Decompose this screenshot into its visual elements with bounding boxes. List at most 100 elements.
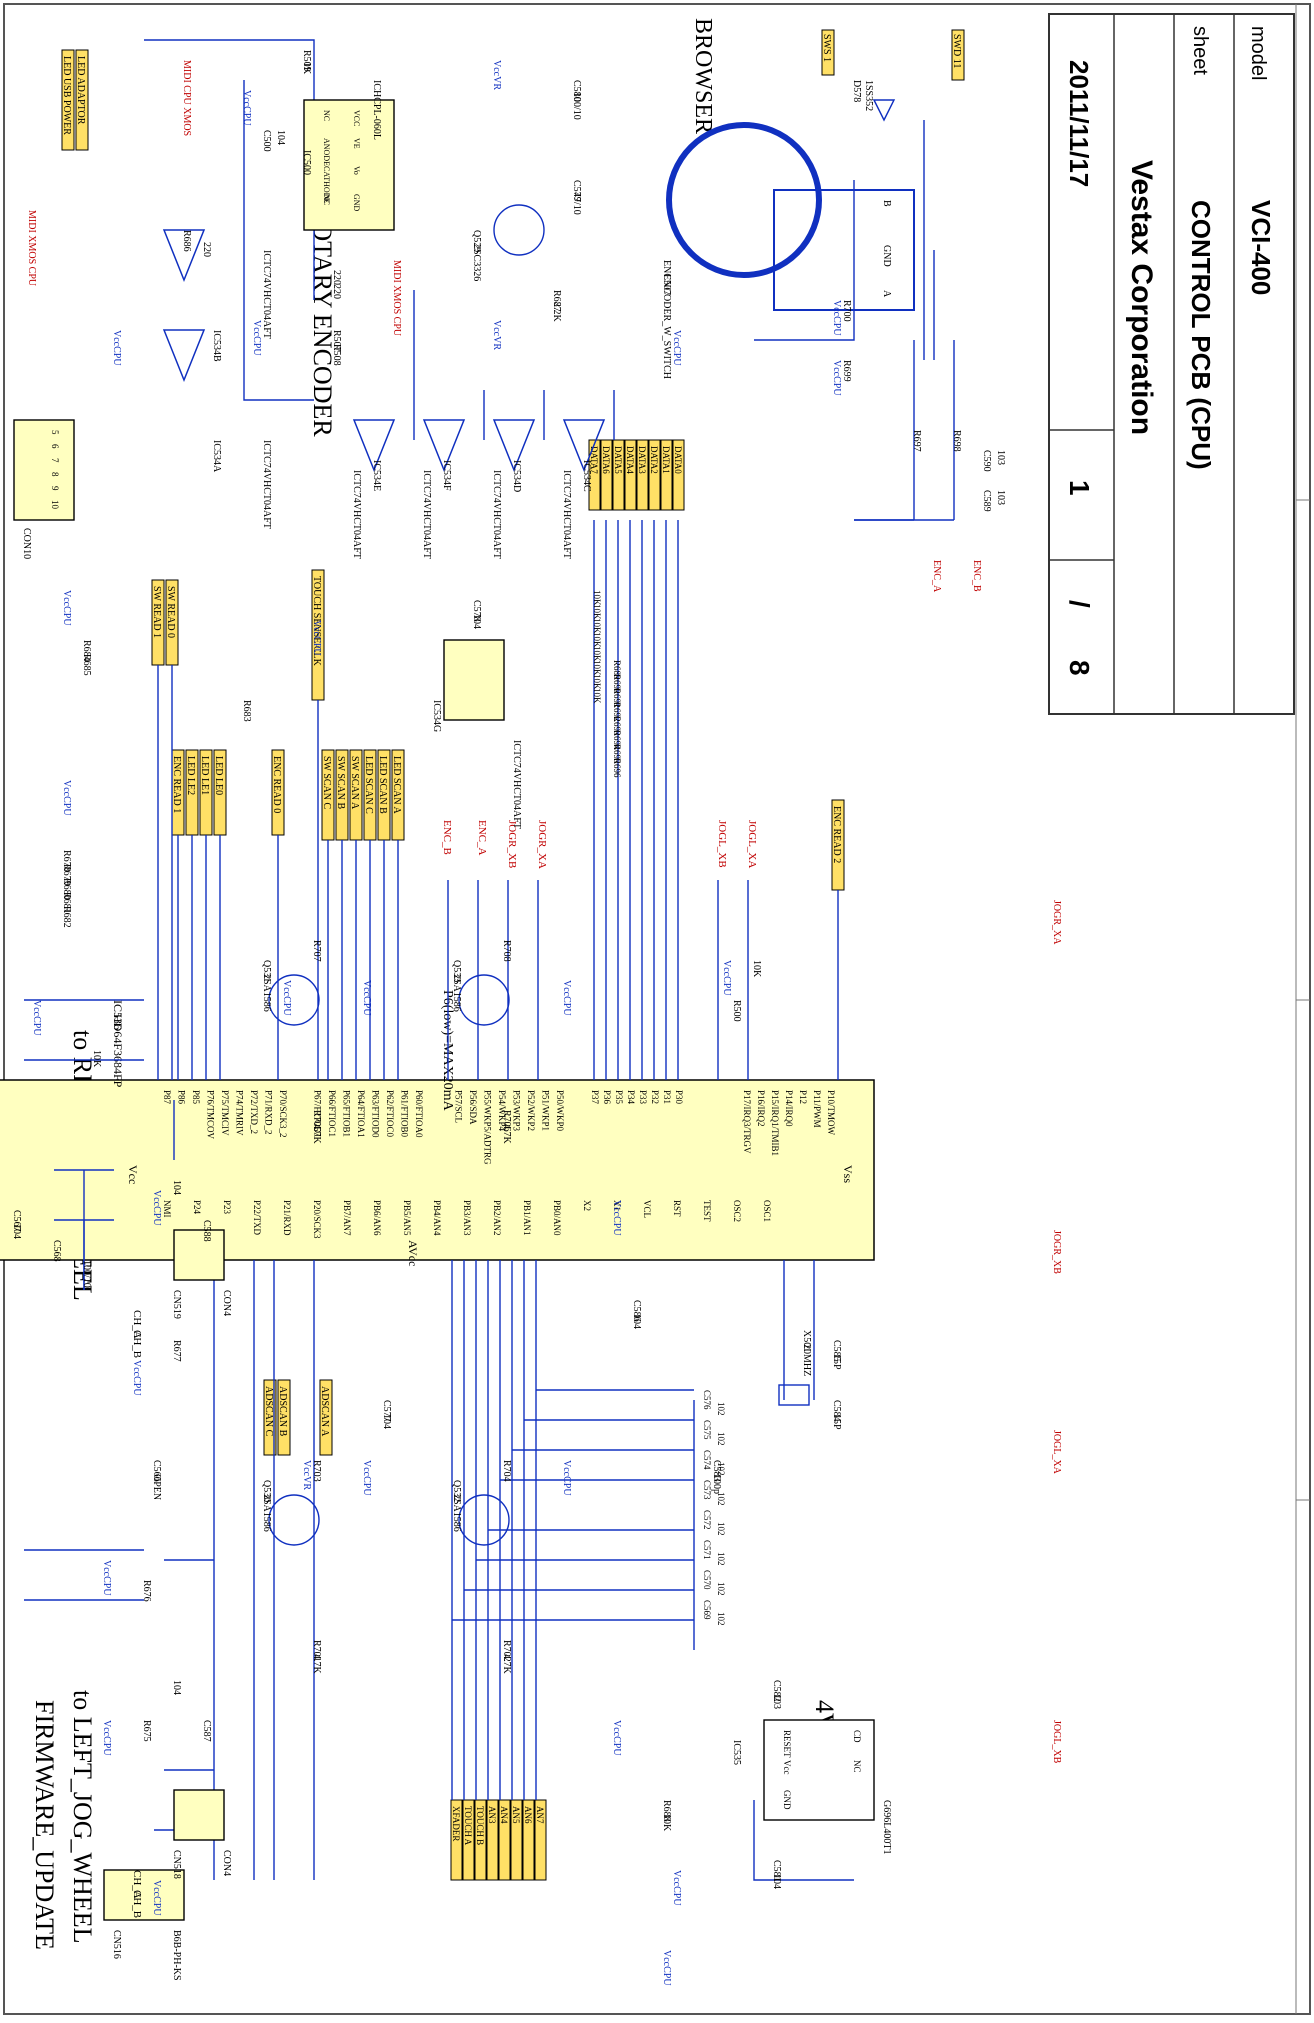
lbl-jogl-xa-2: JOGL_XA xyxy=(1051,1430,1062,1475)
lbl-c568-val: 100/10 xyxy=(81,1260,92,1288)
supply-vcccpu: VccCPU xyxy=(361,980,372,1016)
ic535-pin: NC xyxy=(852,1760,862,1773)
flag-led-le0: LED LE0 xyxy=(213,749,227,836)
lbl-ch-b-r: CH_B xyxy=(131,1330,143,1358)
lbl-c590: C590 xyxy=(981,450,992,472)
ic500-pin: NC xyxy=(322,110,331,121)
supply-vcccpu: VccCPU xyxy=(611,1200,622,1236)
lbl-r707: R707 xyxy=(311,940,322,962)
ic534g-box xyxy=(443,639,505,721)
lbl-r680: R680 xyxy=(61,878,72,900)
r689-696-labels: R68910KR69010KR69110KR69210KR69310KR6941… xyxy=(592,590,622,778)
mcu-ref: IC536 xyxy=(111,1000,125,1030)
lbl-ic534c: IC534C xyxy=(581,460,592,492)
supply-vcccpu: VccCPU xyxy=(661,1950,672,1986)
svg-text:ADSCAN C: ADSCAN C xyxy=(263,1386,274,1437)
lbl-r706: R706 xyxy=(501,1110,512,1132)
supply-vcccpu: VccCPU xyxy=(61,590,72,626)
lbl-q530-part: 2SA1586 xyxy=(261,1494,272,1532)
mcu-pin-bottom: PB3/AN3 xyxy=(462,1200,472,1236)
net-jogr-xb: JOGR_XB xyxy=(506,820,518,868)
lbl-r706-val: 4.7K xyxy=(501,1124,512,1145)
supply-vcccpu: VccCPU xyxy=(831,360,842,396)
mcu-pin-mid: P34 xyxy=(626,1090,636,1105)
q533-symbol xyxy=(458,974,510,1026)
con10-pin: 5 xyxy=(50,430,60,435)
flag-sws-1: SWS 1 xyxy=(821,29,835,76)
flag-data-label: DATA3 xyxy=(637,446,647,474)
lbl-ic535-part: G696L400T1 xyxy=(881,1800,892,1854)
lbl-c586: C586 xyxy=(631,1300,642,1322)
svg-text:SW SCAN A: SW SCAN A xyxy=(349,756,360,810)
svg-text:SWS 1: SWS 1 xyxy=(821,34,832,62)
r689-696-value: 10K xyxy=(592,590,602,606)
r689-696-value: 10K xyxy=(592,646,602,662)
flag-data-label: DATA0 xyxy=(673,446,683,474)
supply-vcccpu: VccCPU xyxy=(241,90,252,126)
lbl-c578: C578 xyxy=(471,600,482,622)
mcu-pin-left: P57/SCL xyxy=(454,1090,464,1123)
cap-ladder-ref: C570 xyxy=(702,1570,712,1590)
lbl-c582-val: 103 xyxy=(771,1694,782,1709)
svg-text:LED SCAN B: LED SCAN B xyxy=(377,756,388,814)
lbl-c566: C566 xyxy=(151,1460,162,1482)
lbl-ic534-part-b: ICTC74VHCT04AFT xyxy=(261,250,272,339)
ic534e-symbol xyxy=(352,419,396,473)
net-flags: LED USB POWER LED ADAPTOR MIDI XMOS CPU … xyxy=(26,29,965,1881)
mcu-pin-bottom: P21/RXD xyxy=(282,1200,292,1236)
net-jogr-xa: JOGR_XA xyxy=(536,820,548,869)
flag-sw-scan-c: SW SCAN C xyxy=(321,749,335,841)
q529-symbol xyxy=(493,204,545,256)
q530-symbol xyxy=(268,1494,320,1546)
lbl-c585: C585 xyxy=(831,1340,842,1362)
flag-data xyxy=(636,439,649,511)
flag-an-label: AN7 xyxy=(535,1806,545,1824)
mcu-pin-left: P74/TMRIV xyxy=(235,1090,245,1136)
cap-ladder-ref: C575 xyxy=(702,1420,712,1440)
lbl-r508: R508 xyxy=(331,344,342,366)
svg-text:SW READ 1: SW READ 1 xyxy=(151,586,162,638)
supply-vcccpu: VccCPU xyxy=(151,1880,162,1916)
ic535-pin: GND xyxy=(782,1790,792,1810)
cap-ladder-value: 102 xyxy=(716,1582,726,1596)
supply-vcccpu: VccCPU xyxy=(251,320,262,356)
lbl-r507-val: 220 xyxy=(331,270,342,285)
flag-an xyxy=(498,1799,511,1881)
svg-text:TOUCH SENSE CLK: TOUCH SENSE CLK xyxy=(311,576,322,667)
ic500-pin: Vo xyxy=(352,166,361,175)
encoder-pin: B xyxy=(881,200,892,207)
encoder-body xyxy=(773,189,915,311)
lbl-c583: C583 xyxy=(711,1460,722,1482)
supply-vcccpu: VccCPU xyxy=(101,1560,112,1596)
lbl-r702-val: 4.7K xyxy=(501,1654,512,1675)
lbl-c500-val: 104 xyxy=(275,130,286,145)
lbl-q529: Q529 xyxy=(471,230,482,252)
mcu-pin-bottom: P20/SCK3 xyxy=(312,1200,322,1239)
lbl-ic500-part: ICHCPL-060L xyxy=(371,80,382,140)
mcu-pin-mid: P30 xyxy=(674,1090,684,1105)
x501-symbol xyxy=(778,1384,810,1406)
lbl-r701: R701 xyxy=(311,1640,322,1662)
mcu-pin-left: P61/FTIOB0 xyxy=(400,1090,410,1138)
supply-vcccpu: VccCPU xyxy=(281,980,292,1016)
lbl-q529-part: 2SC3326 xyxy=(471,244,482,281)
lbl-r507: R507 xyxy=(331,330,342,352)
lbl-r677: R677 xyxy=(171,1340,182,1362)
cap-ladder-ref: C576 xyxy=(702,1390,712,1410)
mcu-pin-bottom: PB7/AN7 xyxy=(342,1200,352,1236)
cap-ladder-value: 102 xyxy=(716,1612,726,1626)
net-jogl-xa: JOGL_XA xyxy=(746,820,758,868)
svg-text:SWD 11: SWD 11 xyxy=(951,34,962,68)
lbl-ic534-part-c: ICTC74VHCT04AFT xyxy=(561,470,572,559)
ic535-box xyxy=(763,1719,875,1821)
lbl-c585-val: 15P xyxy=(831,1354,842,1370)
cap-ladder-ref: C571 xyxy=(702,1540,712,1560)
q531-symbol xyxy=(268,974,320,1026)
mcu-pin-bottom: P22/TXD xyxy=(252,1200,262,1236)
flag-an-label: TOUCH B xyxy=(475,1806,485,1845)
lbl-c590-val: 103 xyxy=(995,450,1006,465)
flag-data-label: DATA1 xyxy=(661,446,671,474)
